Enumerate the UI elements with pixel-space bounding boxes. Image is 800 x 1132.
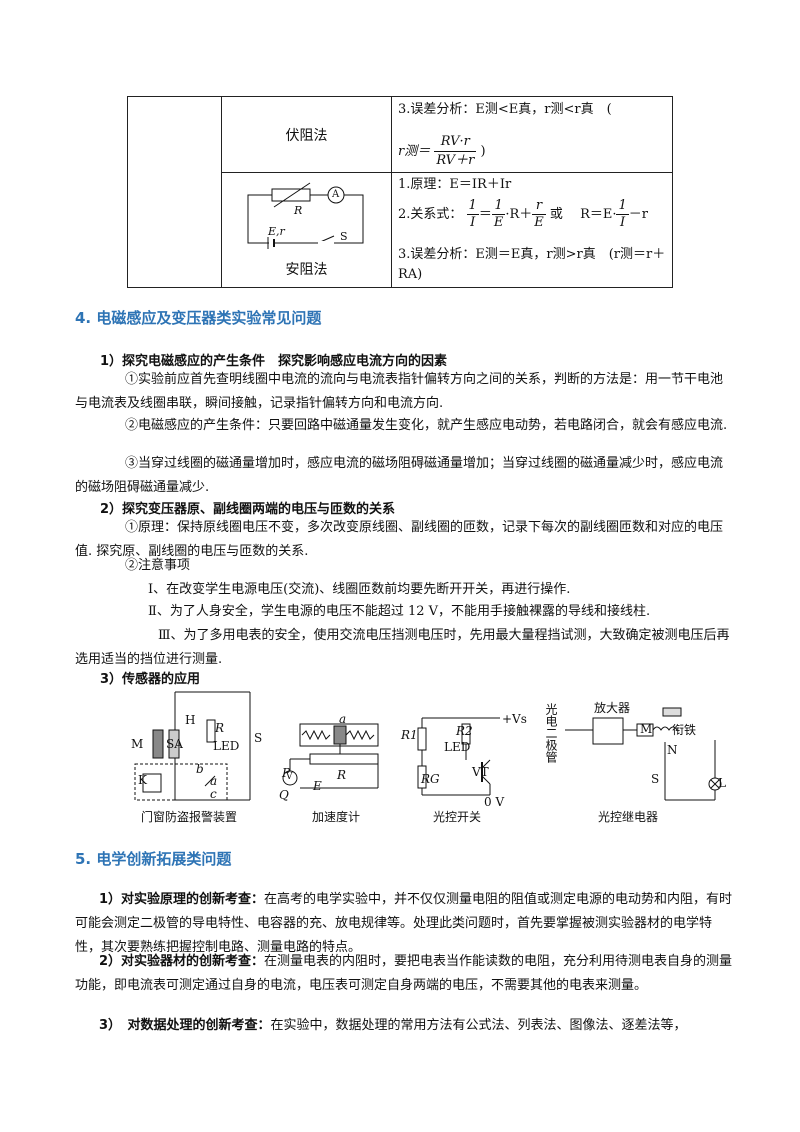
row1-formula: r测＝ RV·r RV＋r )	[398, 133, 486, 170]
fig3-caption: 光控开关	[433, 810, 482, 824]
row2-relation-label: 2.关系式：	[398, 207, 463, 222]
row2-relation-R: R＝E·	[580, 207, 617, 222]
section4-p1: ①实验前应首先查明线圈中电流的流向与电流表指针偏转方向之间的关系，判断的方法是：…	[75, 372, 724, 411]
fig1-M: M	[131, 737, 144, 751]
circuit-S: S	[340, 230, 348, 243]
row2-principle: 1.原理：E＝IR＋Ir	[398, 177, 512, 192]
fig3-LED: LED	[444, 740, 471, 754]
section4-sub2: 2）探究变压器原、副线圈两端的电压与匝数的关系	[100, 502, 396, 517]
fig3-zero: 0 V	[484, 795, 505, 809]
fig1-c: c	[210, 787, 217, 801]
fig3-R2: R2	[456, 724, 473, 738]
fig3-VT: VT	[472, 765, 489, 779]
fig4-amplifier: 放大器	[594, 701, 631, 715]
row2-relation-or: 或	[549, 207, 563, 222]
section5-item2-text: 在测量电表的内阻时，要把电表当作能读数的电阻，充分利用待测电表自身的测量功能，即…	[75, 954, 733, 993]
section5-item1-text: 在高考的电学实验中，并不仅仅测量电阻的阻值或测定电源的电动势和内阻，有时可能会测…	[75, 892, 733, 955]
fig3-R1: R1	[401, 728, 418, 742]
section4-n3: Ⅲ、为了多用电表的安全，使用交流电压挡测电压时，先用最大量程挡试测，大致确定被测…	[75, 628, 730, 667]
section4-n2: Ⅱ、为了人身安全，学生电源的电压不能超过 12 V，不能用手接触裸露的导线和接线…	[148, 604, 651, 619]
section5-item3-text: 在实验中，数据处理的常用方法有公式法、列表法、图像法、逐差法等，	[270, 1018, 687, 1033]
fig4-photodiode: 光电二极管	[544, 703, 558, 763]
fig1-b: b	[196, 762, 204, 776]
fig2-caption: 加速度计	[312, 810, 361, 824]
fig1-S: S	[254, 731, 263, 745]
method-name-voltmeter: 伏阻法	[285, 128, 328, 144]
fig4-S: S	[651, 772, 660, 786]
method-table: 伏阻法 3.误差分析：E测<E真，r测<r真 ( r测＝ RV·r RV＋r )…	[127, 96, 673, 288]
section5-item3-title: 3） 对数据处理的创新考查：	[99, 1018, 271, 1033]
section4-heading: 4. 电磁感应及变压器类实验常见问题	[75, 309, 322, 327]
row1-close: )	[480, 144, 486, 159]
row2-relation-mid: ·R＋	[505, 207, 533, 222]
section4-sub1: 1）探究电磁感应的产生条件 探究影响感应电流方向的因素	[100, 354, 448, 369]
fig3-RG: RG	[421, 772, 440, 786]
section4-p4: ①原理：保持原线圈电压不变，多次改变原线圈、副线圈的匝数，记录下每次的副线圈匝数…	[75, 520, 724, 559]
fig1-K: K	[138, 773, 147, 787]
fig2-R: R	[337, 768, 347, 782]
section5-heading: 5. 电学创新拓展类问题	[75, 850, 232, 868]
circuit-Er: E,r	[268, 225, 285, 238]
fig4-M: M	[640, 722, 653, 736]
fig3-Vs: +Vs	[502, 712, 527, 726]
accelerometer-diagram	[282, 723, 379, 789]
row1-error-text: 3.误差分析：E测<E真，r测<r真 (	[398, 102, 612, 117]
fig2-P: P	[282, 766, 291, 780]
row1-frac-den: RV＋r	[436, 153, 475, 168]
fig2-V: V	[286, 772, 293, 782]
fig1-LED: LED	[213, 739, 240, 753]
fig2-Q: Q	[279, 788, 289, 802]
section4-p5: ②注意事项	[125, 558, 191, 573]
section5-item1: 1）对实验原理的创新考查：在高考的电学实验中，并不仅仅测量电阻的阻值或测定电源的…	[75, 888, 735, 960]
section4-p2: ②电磁感应的产生条件：只要回路中磁通量发生变化，就产生感应电动势，若电路闭合，就…	[125, 418, 728, 433]
fig2-a: a	[339, 712, 347, 726]
row1-frac-num: RV·r	[434, 133, 477, 152]
circuit-A: A	[332, 189, 340, 200]
ammeter-circuit-diagram	[247, 182, 364, 249]
fig4-L: L	[718, 776, 726, 790]
row2-relation-end: －r	[628, 207, 648, 222]
section5-item2: 2）对实验器材的创新考查：在测量电表的内阻时，要把电表当作能读数的电阻，充分利用…	[75, 950, 735, 998]
section5-item2-title: 2）对实验器材的创新考查：	[99, 954, 265, 969]
section5-item3: 3） 对数据处理的创新考查：在实验中，数据处理的常用方法有公式法、列表法、图像法…	[75, 1014, 735, 1038]
row1-fraction: RV·r RV＋r	[434, 133, 477, 170]
light-switch-diagram	[417, 717, 500, 796]
fig4-N: N	[667, 743, 678, 757]
row2-error: 3.误差分析：E测＝E真，r测>r真 (r测＝r＋	[398, 247, 666, 262]
door-alarm-diagram	[134, 691, 251, 801]
section5-item1-title: 1）对实验原理的创新考查：	[99, 892, 265, 907]
fig1-H: H	[185, 713, 196, 727]
light-relay-diagram	[565, 707, 722, 801]
method-name-ammeter: 安阻法	[285, 262, 328, 278]
fig1-caption: 门窗防盗报警装置	[141, 810, 238, 824]
fig1-R: R	[215, 721, 225, 735]
fig4-caption: 光控继电器	[598, 810, 659, 824]
fig1-a: a	[210, 774, 218, 788]
fig1-SA: SA	[166, 737, 183, 751]
section4-sub3: 3）传感器的应用	[100, 672, 201, 687]
fig4-armature: 衔铁	[672, 723, 697, 737]
section4-n1: Ⅰ、在改变学生电源电压(交流)、线圈匝数前均要先断开开关，再进行操作.	[148, 582, 571, 597]
section4-p3: ③当穿过线圈的磁通量增加时，感应电流的磁场阻碍磁通量增加；当穿过线圈的磁通量减少…	[75, 456, 724, 495]
fig2-E: E	[313, 779, 322, 793]
row1-r-label: r测＝	[398, 144, 431, 159]
circuit-R: R	[294, 204, 303, 217]
row2-error-cont: RA)	[398, 267, 423, 282]
